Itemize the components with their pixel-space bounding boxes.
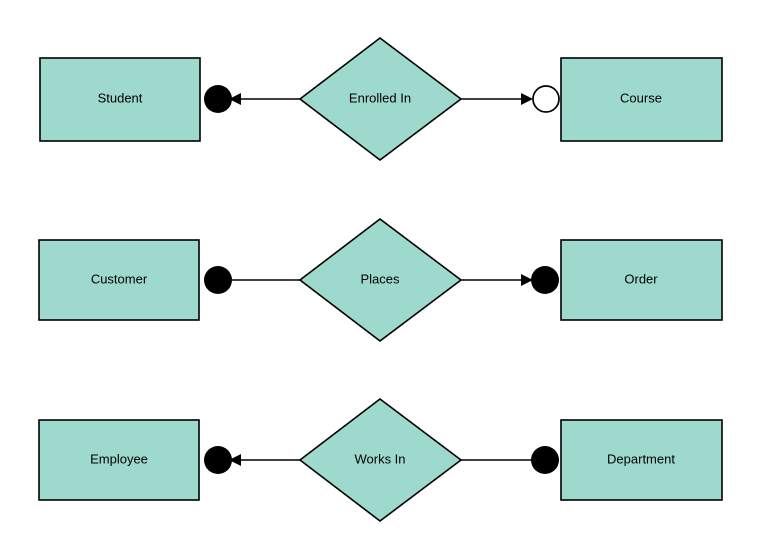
entity-label-employee: Employee: [90, 451, 148, 466]
entity-box-student[interactable]: [39, 57, 201, 142]
relationship-diamond-enrolled-in[interactable]: [298, 36, 463, 162]
relationship-row-works-in: Employee Works In Department: [38, 397, 723, 523]
arrow-right-icon-course: [521, 93, 533, 105]
entity-box-course[interactable]: [560, 57, 723, 142]
arrow-right-icon-order: [521, 274, 533, 286]
filled-circle-icon-employee: [204, 446, 232, 474]
relationship-row-enrolled-in: Student Enrolled In Course: [39, 36, 723, 162]
filled-circle-icon-student: [204, 85, 232, 113]
hollow-circle-icon-course: [532, 85, 560, 113]
relationship-diamond-works-in[interactable]: [298, 397, 463, 523]
filled-circle-icon-customer: [204, 266, 232, 294]
arrow-left-icon-student: [229, 93, 241, 105]
entity-label-customer: Customer: [91, 271, 148, 286]
relationship-diamond-places[interactable]: [298, 217, 463, 343]
relationship-label-enrolled-in: Enrolled In: [349, 90, 411, 105]
entity-box-order[interactable]: [560, 239, 723, 321]
entity-label-student: Student: [98, 90, 143, 105]
relationship-label-places: Places: [360, 271, 400, 286]
relationship-label-works-in: Works In: [354, 451, 405, 466]
filled-circle-icon-order: [531, 266, 559, 294]
entity-box-employee[interactable]: [38, 419, 200, 501]
entity-box-department[interactable]: [560, 419, 723, 501]
entity-label-department: Department: [607, 451, 675, 466]
entity-label-order: Order: [624, 271, 658, 286]
entity-label-course: Course: [620, 90, 662, 105]
arrow-left-icon-employee: [229, 454, 241, 466]
relationship-row-places: Customer Places Order: [38, 217, 723, 343]
entity-box-customer[interactable]: [38, 239, 200, 321]
filled-circle-icon-department: [531, 446, 559, 474]
